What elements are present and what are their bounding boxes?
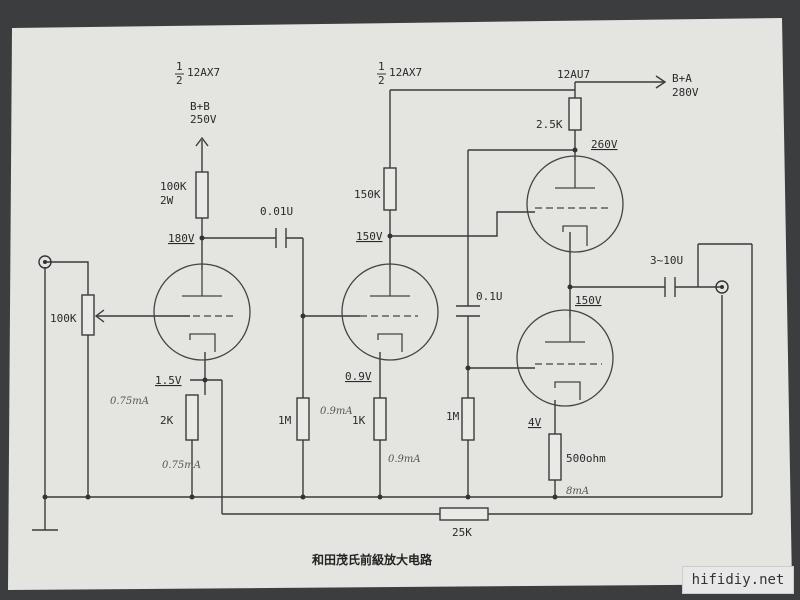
tube-type-v1: 12AX7: [187, 66, 220, 79]
supply-bb-voltage: 250V: [190, 113, 217, 126]
resistor-plate3: [568, 97, 582, 131]
label-cathode2: 1K: [352, 414, 366, 427]
resistor-grid2: [296, 397, 310, 441]
label-bypass: 0.1U: [476, 290, 503, 303]
voltage-v3-cathode: 4V: [528, 416, 542, 429]
fraction-num: 1: [378, 60, 385, 73]
resistor-cathode2: [373, 397, 387, 441]
supply-ba-voltage: 280V: [672, 86, 699, 99]
voltage-v3-mid: 150V: [575, 294, 602, 307]
note-current-1: 0.75mA: [110, 396, 149, 407]
fraction-den: 2: [176, 74, 183, 87]
voltage-v1-plate: 180V: [168, 232, 195, 245]
fraction-num: 1: [176, 60, 183, 73]
fraction-den: 2: [378, 74, 385, 87]
label-cathode3: 500ohm: [566, 452, 606, 465]
resistor-cathode1: [185, 394, 199, 441]
diagram-title: 和田茂氏前級放大电路: [311, 552, 433, 567]
tube-v3-upper: [526, 155, 624, 253]
label-feedback: 25K: [452, 526, 472, 539]
tube-label-v1: 1 2 12AX7: [175, 60, 220, 87]
resistor-plate2: [383, 167, 397, 211]
capacitor-coupling1: [275, 228, 287, 248]
note-current-2: 0.75mA: [162, 460, 201, 471]
capacitor-bypass: [456, 305, 480, 317]
supply-bb-name: B+B: [190, 100, 210, 113]
junction-dots: [42, 147, 578, 500]
supply-ba-name: B+A: [672, 72, 692, 85]
label-output-cap: 3~10U: [650, 254, 683, 267]
voltage-v1-cathode: 1.5V: [155, 374, 182, 387]
resistor-cathode3: [548, 433, 562, 481]
potentiometer-100k: [81, 294, 95, 336]
tube-v1: [153, 263, 251, 361]
input-jack: [38, 255, 52, 269]
voltage-v2-cathode: 0.9V: [345, 370, 372, 383]
note-current-4: 0.9mA: [388, 454, 421, 465]
watermark-label: hifidiy.net: [682, 566, 794, 594]
label-coupling1: 0.01U: [260, 205, 293, 218]
tube-v3-lower: [516, 309, 614, 407]
resistor-feedback: [439, 507, 489, 521]
tube-type-v3: 12AU7: [557, 68, 590, 81]
label-plate2: 150K: [354, 188, 381, 201]
label-cathode1: 2K: [160, 414, 174, 427]
wiring: [32, 75, 753, 531]
label-grid3: 1M: [446, 410, 460, 423]
label-plate1-rating: 2W: [160, 194, 174, 207]
output-jack: [715, 280, 729, 294]
voltage-v3-plate: 260V: [591, 138, 618, 151]
voltage-v2-plate: 150V: [356, 230, 383, 243]
label-grid2: 1M: [278, 414, 292, 427]
resistor-plate1: [195, 171, 209, 219]
capacitor-output: [664, 277, 676, 297]
note-current-3: 0.9mA: [320, 406, 353, 417]
note-current-5: 8mA: [566, 486, 589, 497]
label-plate3: 2.5K: [536, 118, 563, 131]
tube-label-v2: 1 2 12AX7: [377, 60, 422, 87]
tube-v2: [341, 263, 439, 361]
tube-type-v2: 12AX7: [389, 66, 422, 79]
resistor-grid3: [461, 397, 475, 441]
label-plate1: 100K: [160, 180, 187, 193]
label-pot: 100K: [50, 312, 77, 325]
